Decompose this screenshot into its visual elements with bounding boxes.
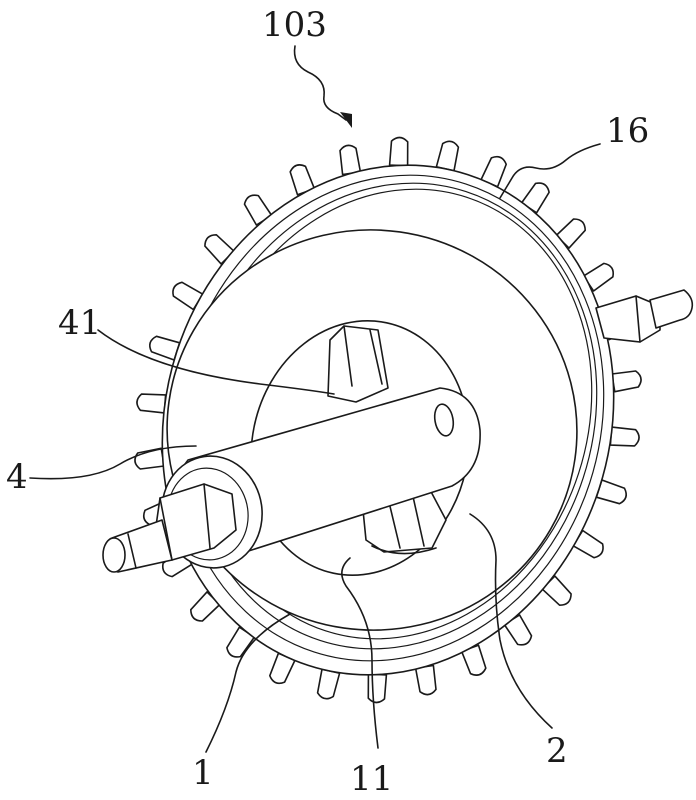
label-4: 4 <box>6 457 28 497</box>
sprocket-tooth <box>243 194 273 226</box>
sprocket-tooth <box>289 164 316 196</box>
leader-1 <box>205 613 291 753</box>
label-16: 16 <box>606 111 649 151</box>
sprocket-tooth <box>541 575 572 606</box>
leader-2 <box>469 513 553 729</box>
sprocket-tooth <box>269 652 296 685</box>
sprocket-tooth <box>520 182 550 214</box>
sprocket-tooth <box>226 626 256 658</box>
label-11: 11 <box>350 759 393 799</box>
sprocket-tooth <box>480 155 507 188</box>
sprocket-tooth <box>595 479 627 505</box>
sprocket-tooth <box>503 614 533 646</box>
shaft <box>102 483 237 573</box>
sprocket-tooth <box>555 218 586 249</box>
label-103: 103 <box>262 5 327 45</box>
leader-16 <box>499 143 601 199</box>
reference-labels: 103 16 41 4 1 11 2 <box>6 5 649 799</box>
sprocket-tooth <box>572 529 604 559</box>
label-2: 2 <box>546 731 568 771</box>
sprocket-tooth <box>190 591 221 622</box>
sprocket-tooth <box>582 262 615 292</box>
leader-103-arrowhead <box>340 112 352 128</box>
label-1: 1 <box>192 753 214 793</box>
sprocket-tooth <box>414 664 437 696</box>
sprocket-tooth <box>339 144 362 176</box>
label-41: 41 <box>58 303 101 343</box>
leader-4 <box>29 445 197 480</box>
sprocket-tooth <box>388 136 409 167</box>
right-shaft-pin <box>649 289 694 329</box>
sprocket-tooth <box>367 673 388 704</box>
sprocket-tooth <box>611 370 642 393</box>
sprocket-tooth <box>316 668 341 700</box>
leader-103-arrow <box>293 45 347 121</box>
sleeve-hole <box>433 403 455 437</box>
sprocket-tooth <box>149 335 181 361</box>
sprocket-tooth <box>136 393 167 414</box>
hub-upper-lug <box>327 325 389 403</box>
leader-lines <box>29 45 601 753</box>
leader-11 <box>341 557 379 749</box>
sprocket-tooth <box>609 426 640 447</box>
right-shaft-stub <box>595 289 694 343</box>
sprocket-tooth <box>435 140 460 172</box>
sprocket-tooth <box>172 281 204 311</box>
sprocket-tooth <box>460 644 487 676</box>
leader-41 <box>97 329 335 395</box>
sprocket-tooth <box>204 234 235 265</box>
